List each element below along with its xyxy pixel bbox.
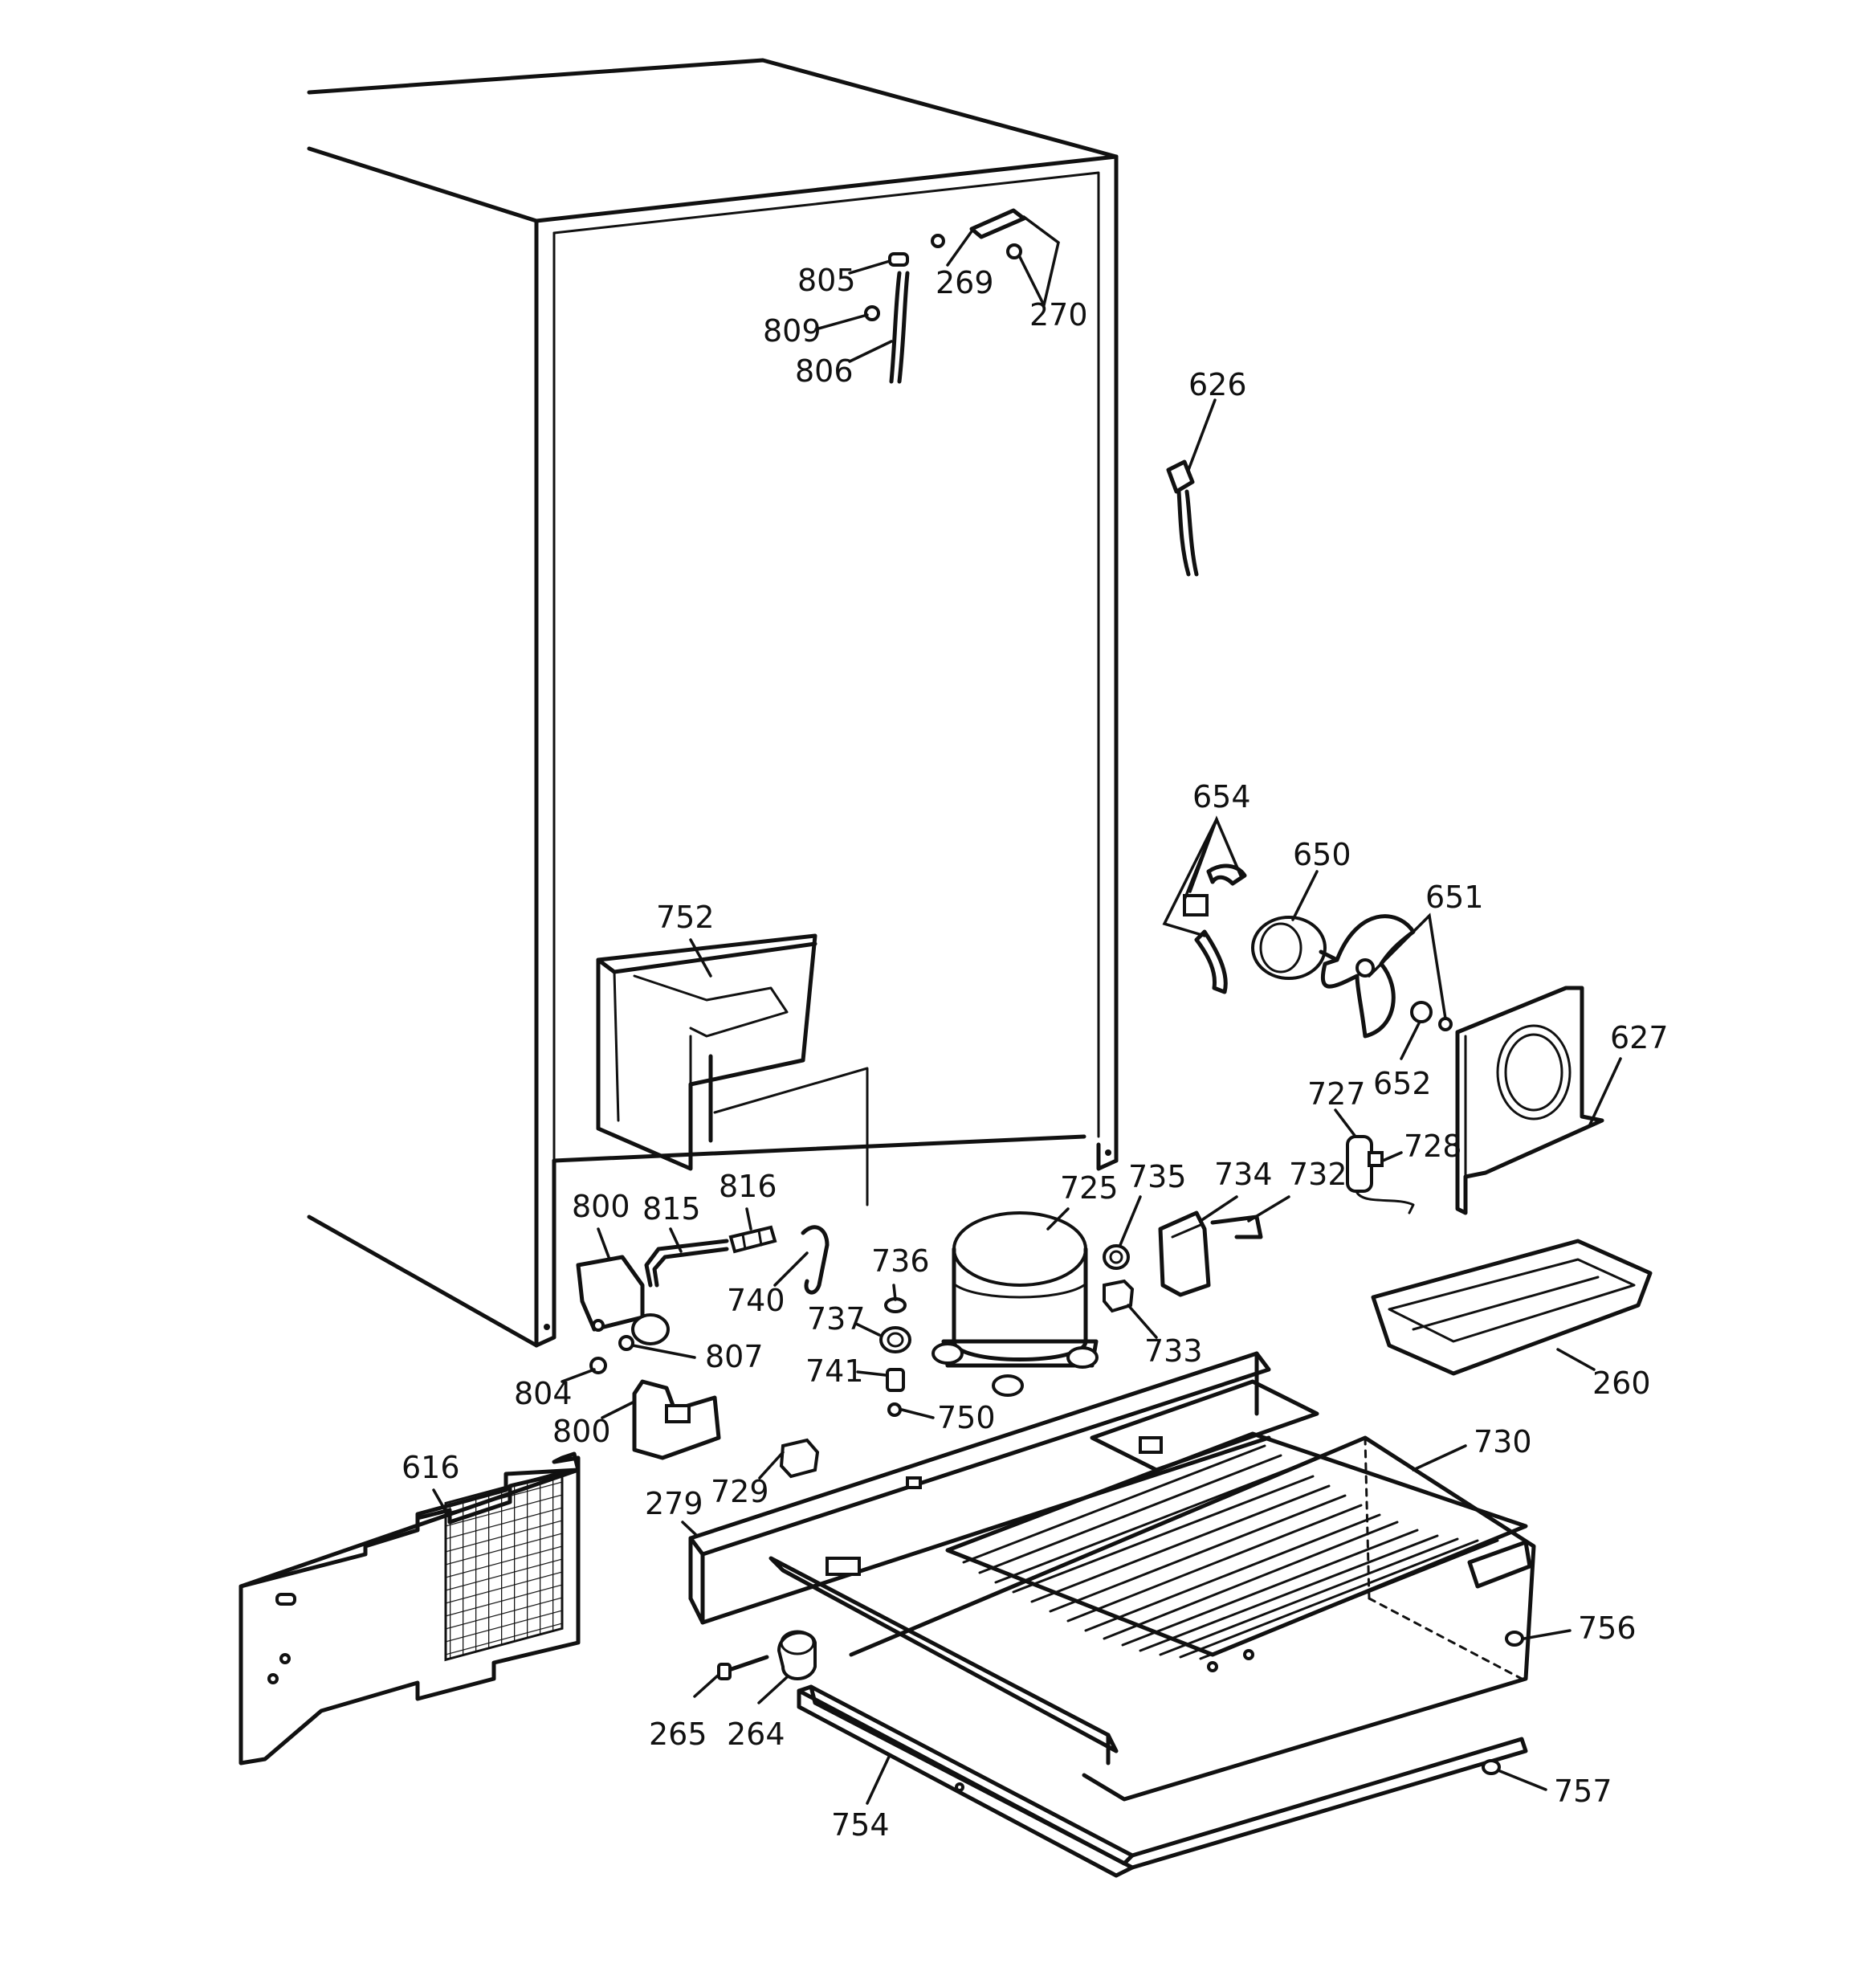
part-733-relay (1103, 1279, 1135, 1313)
label-729: 729 (711, 1474, 769, 1509)
label-806: 806 (795, 353, 854, 389)
label-730: 730 (1474, 1424, 1532, 1459)
harness-626 (1166, 459, 1199, 577)
base-pan (849, 1435, 1536, 1802)
part-806-tube (889, 271, 902, 384)
label-756: 756 (1578, 1610, 1637, 1646)
label-627: 627 (1610, 1020, 1669, 1055)
part-732-bracket (1210, 1214, 1263, 1239)
part-654-bracket-b (1194, 929, 1228, 994)
label-807: 807 (705, 1339, 764, 1374)
part-735-grommet (1103, 1244, 1130, 1270)
part-800-valve (576, 1255, 645, 1332)
label-652: 652 (1373, 1066, 1432, 1101)
label-616: 616 (402, 1450, 460, 1485)
electrical-components (1103, 1210, 1263, 1313)
part-750-screw (887, 1402, 902, 1417)
fan-assembly (1183, 863, 1604, 1215)
compressor-725 (932, 1211, 1099, 1397)
label-737: 737 (807, 1301, 866, 1337)
label-752: 752 (656, 900, 715, 935)
part-labels: 805 809 806 269 270 626 654 650 651 627 … (402, 263, 1669, 1843)
part-757-screw (1482, 1759, 1501, 1775)
drain-pan-260 (1371, 1239, 1653, 1376)
label-654: 654 (1192, 779, 1251, 814)
part-741-spacer (886, 1368, 905, 1392)
label-728: 728 (1404, 1129, 1462, 1164)
label-736: 736 (871, 1243, 930, 1279)
part-264-grommet (777, 1631, 817, 1680)
part-737-grommet (879, 1326, 911, 1353)
part-265-bolt (724, 1655, 769, 1673)
label-732: 732 (1289, 1157, 1347, 1192)
part-809-clamp (864, 305, 880, 321)
label-270: 270 (1029, 297, 1088, 333)
label-265: 265 (649, 1717, 707, 1752)
condenser-730 (945, 1379, 1532, 1660)
label-741: 741 (805, 1353, 864, 1389)
access-cover-616 (238, 1451, 581, 1766)
label-800-lower: 800 (552, 1414, 611, 1449)
label-750: 750 (937, 1400, 996, 1435)
label-650: 650 (1293, 837, 1351, 872)
part-269-bracket (969, 208, 1026, 239)
part-756-screw (1505, 1631, 1524, 1647)
part-807-nut (618, 1335, 634, 1351)
label-734: 734 (1214, 1157, 1273, 1192)
label-264: 264 (727, 1717, 785, 1752)
part-654-bracket-a (1206, 863, 1247, 886)
label-805: 805 (797, 263, 856, 298)
label-800-upper: 800 (572, 1189, 630, 1224)
label-733: 733 (1144, 1333, 1203, 1369)
leader-lines (432, 215, 1622, 1805)
part-740-clip (801, 1225, 830, 1295)
label-816: 816 (719, 1169, 777, 1204)
label-757: 757 (1554, 1774, 1612, 1809)
part-654-clip (1183, 894, 1209, 916)
part-270-screw (1006, 243, 1022, 259)
front-rail-754 (797, 1684, 1528, 1878)
part-816-fitting (728, 1225, 777, 1254)
hardware-bottom (717, 1630, 1524, 1775)
refrigerator-cabinet (307, 58, 1119, 1348)
label-735: 735 (1128, 1159, 1187, 1194)
label-269: 269 (936, 265, 994, 300)
label-626: 626 (1188, 367, 1247, 402)
tubing-fittings-top (864, 208, 1026, 384)
small-fasteners (879, 1297, 911, 1417)
part-651-fan-blade (1320, 914, 1416, 1039)
label-279: 279 (645, 1486, 703, 1521)
part-734-cover (1158, 1210, 1211, 1297)
part-815-tube (644, 1239, 729, 1288)
part-805-fitting (888, 252, 909, 267)
part-652-washer (1410, 1001, 1433, 1023)
shroud-752 (596, 933, 817, 1171)
label-740: 740 (727, 1283, 785, 1318)
label-809: 809 (763, 313, 821, 349)
label-727: 727 (1307, 1076, 1366, 1112)
relay-729 (779, 1438, 820, 1479)
capacitor-727 (1346, 1135, 1415, 1214)
part-627-fan-shroud (1455, 986, 1604, 1215)
label-754: 754 (831, 1807, 890, 1843)
label-815: 815 (642, 1191, 701, 1227)
part-650-motor (1251, 916, 1327, 980)
label-651: 651 (1425, 880, 1484, 915)
label-804: 804 (514, 1376, 573, 1411)
bracket-800-lower (632, 1379, 721, 1460)
label-725: 725 (1060, 1170, 1119, 1206)
label-260: 260 (1592, 1365, 1651, 1401)
water-valve-assembly (576, 1225, 830, 1374)
